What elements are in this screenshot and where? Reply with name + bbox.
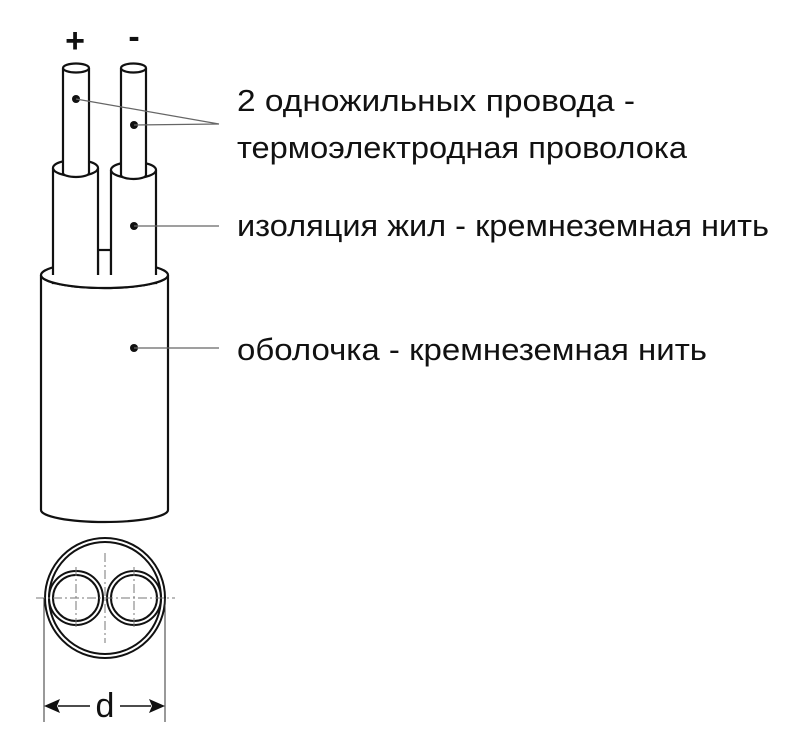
minus-sign: -	[128, 18, 139, 56]
insulation-left	[51, 168, 100, 285]
wire-minus-end	[119, 62, 148, 74]
leader-lines	[72, 95, 220, 352]
label-sheath: оболочка - кремнеземная нить	[237, 332, 707, 367]
label-conductors-2: термоэлектродная проволока	[237, 130, 688, 165]
cable-cross-section	[36, 537, 175, 659]
label-conductors-1: 2 одножильных провода -	[237, 83, 635, 118]
plus-sign: +	[65, 22, 85, 60]
cable-side-view	[39, 62, 170, 524]
sheath-rim	[39, 274, 170, 290]
wire-plus-end	[61, 62, 91, 74]
sheath-body	[39, 275, 170, 524]
label-insulation: изоляция жил - кремнеземная нить	[237, 208, 769, 243]
diameter-label: d	[96, 687, 115, 725]
wire-plus	[61, 68, 91, 179]
diameter-dimension: d	[43, 598, 166, 725]
